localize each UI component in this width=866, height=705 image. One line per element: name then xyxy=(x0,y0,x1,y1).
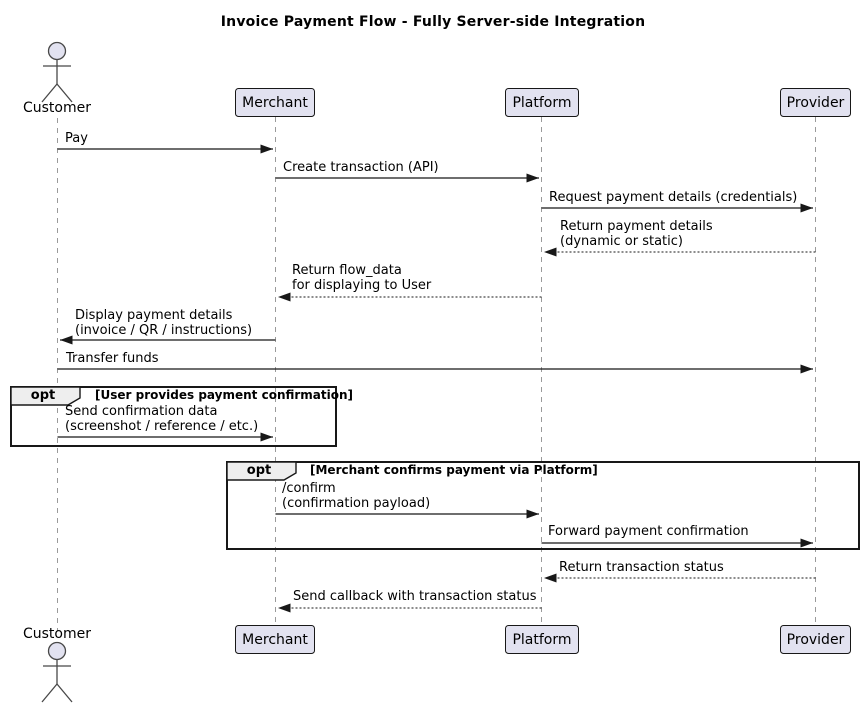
diagram-title: Invoice Payment Flow - Fully Server-side… xyxy=(220,14,646,30)
participant-provider-top: Provider xyxy=(780,88,851,117)
lifelines xyxy=(57,117,816,631)
participant-customer-bottom: Customer xyxy=(22,626,91,642)
actor-customer-bottom-icon xyxy=(41,641,73,703)
participant-platform-bottom: Platform xyxy=(505,625,579,654)
fragment2-condition: [Merchant confirms payment via Platform] xyxy=(310,463,598,477)
msg-return-flow-data: Return flow_data for displaying to User xyxy=(292,263,432,293)
participant-customer-top: Customer xyxy=(22,100,91,116)
msg-confirm: /confirm (confirmation payload) xyxy=(282,481,431,511)
fragment-opt-merchant-confirms-frame xyxy=(226,461,860,550)
participant-provider-bottom: Provider xyxy=(780,625,851,654)
fragment1-keyword: opt xyxy=(30,388,56,403)
participant-merchant-bottom: Merchant xyxy=(235,625,315,654)
participant-platform-top: Platform xyxy=(505,88,579,117)
fragment1-condition: [User provides payment confirmation] xyxy=(95,388,354,402)
msg-return-payment-details: Return payment details (dynamic or stati… xyxy=(560,219,713,249)
fragment2-keyword: opt xyxy=(246,463,272,478)
msg-forward-payment-confirmation: Forward payment confirmation xyxy=(548,524,749,539)
msg-display-payment-details: Display payment details (invoice / QR / … xyxy=(75,308,253,338)
msg-transfer-funds: Transfer funds xyxy=(66,351,159,366)
msg-send-callback: Send callback with transaction status xyxy=(293,589,537,604)
msg-create-transaction: Create transaction (API) xyxy=(283,160,439,175)
fragment-opt-user-confirmation-frame xyxy=(10,386,337,447)
actor-customer-top-icon xyxy=(41,41,73,103)
msg-pay: Pay xyxy=(65,131,88,146)
msg-request-payment-details: Request payment details (credentials) xyxy=(549,190,798,205)
msg-send-confirmation-data: Send confirmation data (screenshot / ref… xyxy=(65,404,259,434)
msg-return-transaction-status: Return transaction status xyxy=(559,560,724,575)
participant-merchant-top: Merchant xyxy=(235,88,315,117)
